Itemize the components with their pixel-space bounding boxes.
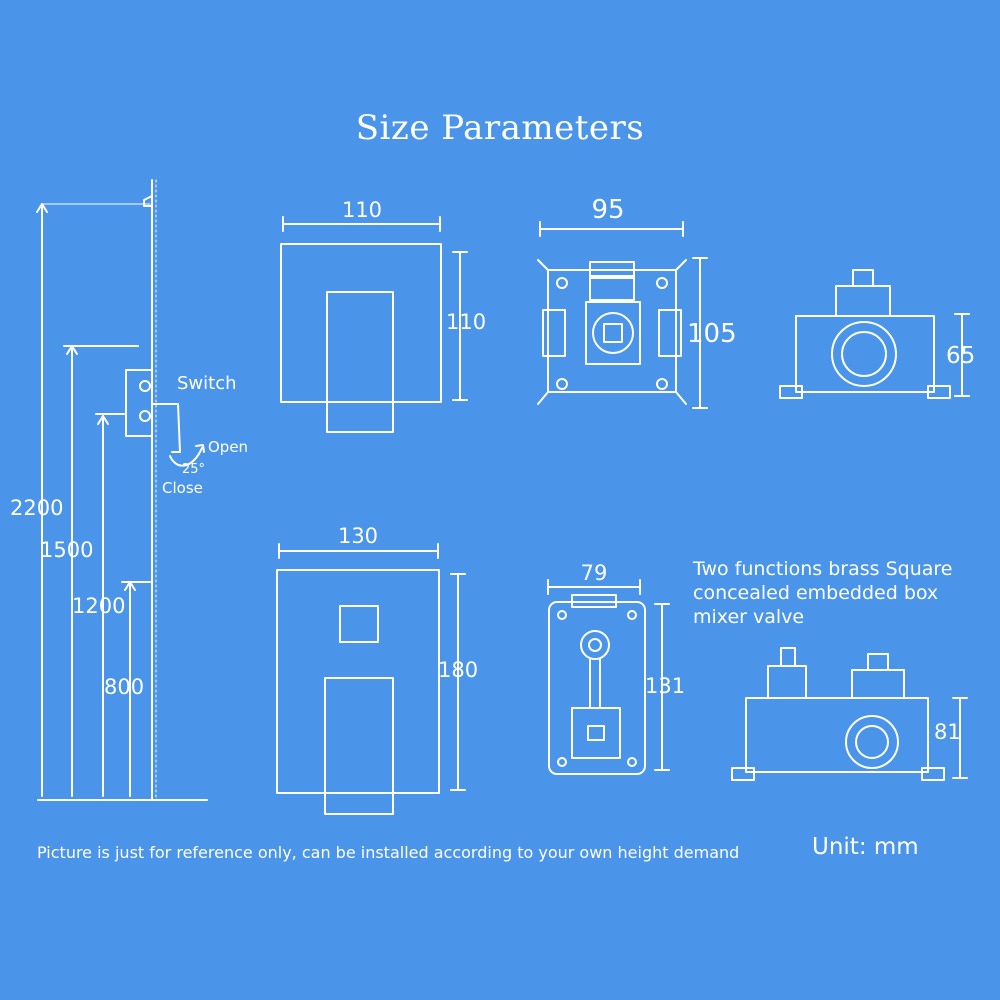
screw-hole-icon (557, 757, 567, 767)
product-description: Two functions brass Square concealed emb… (693, 557, 952, 629)
side2-body (745, 697, 929, 773)
close-label: Close (162, 479, 203, 497)
box-center-block (585, 301, 641, 365)
valve-lever-icon (151, 403, 181, 453)
plate-outline (280, 243, 442, 403)
selector-square (339, 605, 379, 643)
reference-note: Picture is just for reference only, can … (37, 843, 740, 862)
side2-right-stem (867, 653, 889, 671)
height-label-800: 800 (104, 675, 144, 699)
box2-lower-square (587, 725, 605, 741)
valve-knob-icon (139, 410, 151, 422)
valve-knob-icon (139, 380, 151, 392)
screw-hole-icon (627, 757, 637, 767)
rotation-arc-icon (169, 447, 203, 467)
handle-outline (326, 291, 394, 433)
side-foot (779, 385, 803, 399)
side2-left-stem (780, 647, 796, 667)
angle-label: 25° (182, 462, 205, 477)
side2-foot (921, 767, 945, 781)
box-top-port (589, 275, 635, 301)
handle-outline (324, 677, 394, 815)
box2-top-tab (571, 594, 617, 608)
mounting-ears (537, 259, 687, 405)
screw-hole-icon (627, 610, 637, 620)
description-line: mixer valve (693, 606, 805, 628)
height-label-1200: 1200 (72, 594, 125, 618)
side-stem (852, 269, 874, 287)
box2-upper-valve (580, 630, 610, 660)
valve-circle (592, 312, 634, 354)
side-top-block (835, 285, 891, 317)
side2-ring-outer (845, 715, 899, 769)
dim-label-95: 95 (591, 195, 624, 225)
plate-outline (276, 569, 440, 794)
side2-ring-inner (855, 725, 889, 759)
switch-label: Switch (177, 373, 237, 394)
box2-side-view (731, 647, 968, 781)
screw-hole-icon (557, 610, 567, 620)
box2-lower-block (571, 707, 621, 759)
dim-label-81: 81 (934, 720, 961, 744)
box-side-view (779, 269, 970, 399)
dim-label-110-height: 110 (446, 310, 486, 334)
height-label-2200: 2200 (10, 496, 63, 520)
unit-label: Unit: mm (812, 834, 919, 860)
open-label: Open (208, 438, 248, 456)
arrow-icon (97, 415, 109, 425)
screw-hole-icon (556, 378, 568, 390)
side-ring-inner (841, 331, 887, 377)
side2-right-block (851, 669, 905, 699)
arrow-icon (195, 444, 205, 453)
box2-upper-valve-core (588, 638, 602, 652)
dim-label-180: 180 (438, 658, 478, 682)
dim-label-105: 105 (687, 319, 737, 349)
side2-left-block (767, 665, 807, 699)
box-right-port (658, 309, 682, 357)
side2-foot (731, 767, 755, 781)
description-line: Two functions brass Square (693, 558, 953, 580)
box-body (547, 269, 677, 393)
box-top-view (537, 221, 708, 409)
height-label-1500: 1500 (40, 538, 93, 562)
description-line: concealed embedded box (693, 582, 939, 604)
screw-hole-icon (656, 378, 668, 390)
page-title: Size Parameters (355, 108, 645, 148)
cover-plate-large (276, 543, 466, 815)
box-left-port (542, 309, 566, 357)
dim-label-130: 130 (338, 524, 378, 548)
box2-top-view (547, 579, 670, 775)
box2-body (548, 601, 646, 775)
installation-elevation (36, 179, 208, 801)
dim-label-131: 131 (645, 674, 685, 698)
side-ring-outer (831, 321, 897, 387)
box-top-tab (589, 261, 635, 279)
valve-square (603, 323, 623, 343)
side-foot (927, 385, 951, 399)
dim-label-79: 79 (581, 561, 608, 585)
screw-hole-icon (656, 277, 668, 289)
side-body (795, 315, 935, 393)
cover-plate-small (280, 216, 468, 433)
wall-valve-icon (125, 369, 153, 437)
dim-label-110-width: 110 (342, 198, 382, 222)
dim-label-65: 65 (946, 343, 975, 369)
screw-hole-icon (556, 277, 568, 289)
